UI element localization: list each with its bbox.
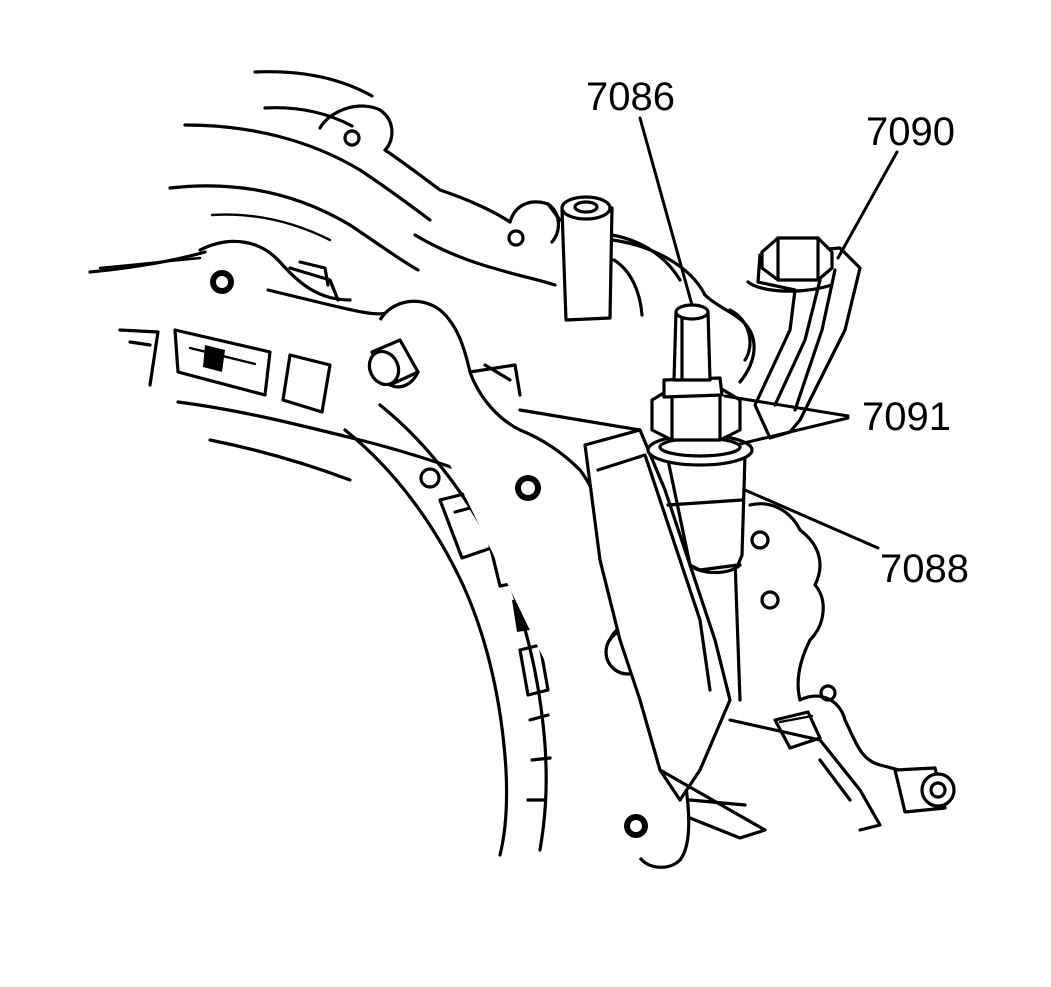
right-housing <box>610 238 956 832</box>
callout-7090: 7090 <box>866 110 955 154</box>
leader-lines <box>638 116 899 550</box>
angled-bracket <box>518 408 767 840</box>
bracket-bolt-7090 <box>746 236 862 440</box>
callout-7086: 7086 <box>586 75 675 119</box>
upper-case-bosses <box>318 104 682 322</box>
upper-housing-arcs <box>88 70 432 274</box>
leader-7088 <box>743 488 880 550</box>
leader-7090 <box>836 150 899 260</box>
leader-7091-lower <box>738 416 850 446</box>
leader-7086 <box>638 116 694 307</box>
callout-7088: 7088 <box>880 547 969 591</box>
leader-7091-upper <box>723 394 850 418</box>
left-case-body <box>118 239 462 482</box>
callout-7091: 7091 <box>862 395 951 439</box>
callout-labels: 7086 7090 7091 7088 <box>586 75 969 591</box>
speed-sensor-assembly <box>646 303 754 575</box>
